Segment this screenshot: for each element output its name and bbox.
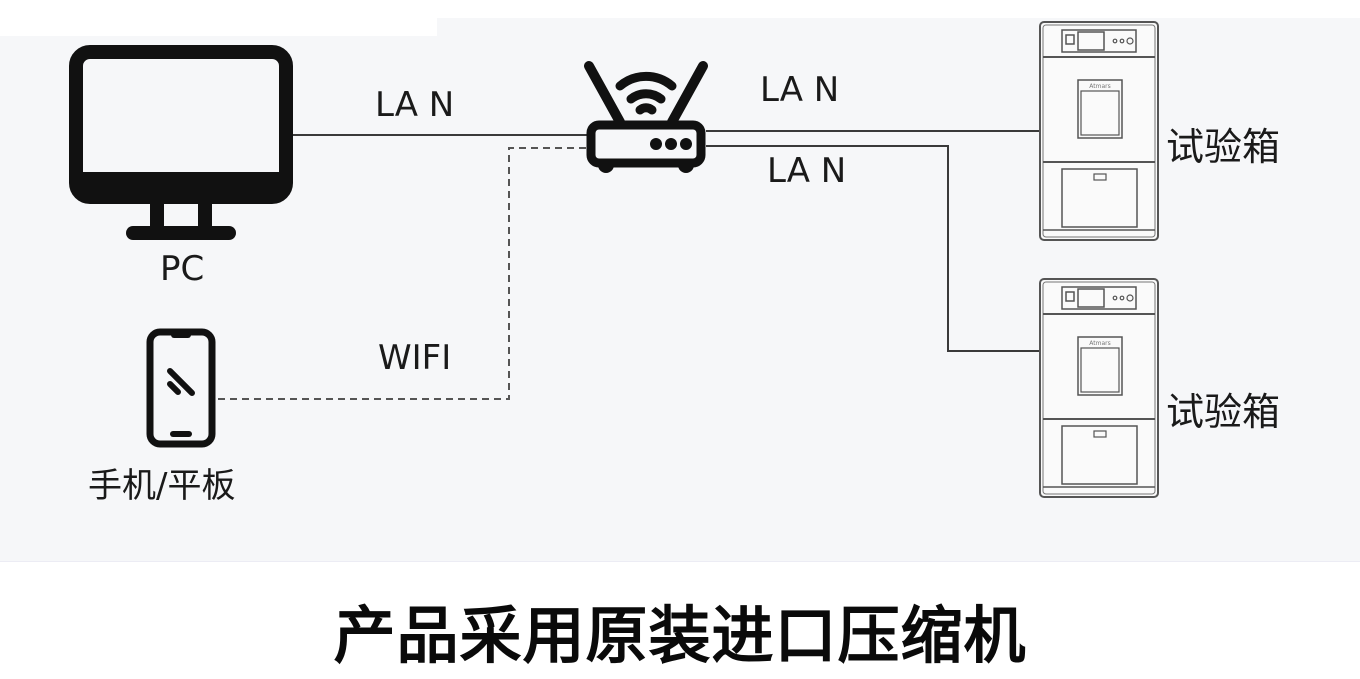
- banner-headline: 产品采用原装进口压缩机: [333, 599, 1027, 672]
- chamber-1-label: 试验箱: [1166, 125, 1281, 169]
- network-diagram: Atmars Atmars: [69, 21, 1159, 498]
- desktop-monitor-icon: [69, 45, 293, 240]
- link-label-wifi: WIFI: [378, 338, 452, 378]
- link-label-lan-chamber-2: LA N: [767, 151, 847, 191]
- link-label-lan-chamber-1: LA N: [760, 70, 840, 110]
- test-chamber-icon: Atmars: [1039, 21, 1159, 241]
- wifi-router-icon: [584, 61, 708, 173]
- top-margin-right: [437, 0, 1360, 18]
- smartphone-icon: [146, 328, 216, 448]
- chamber-2-label: 试验箱: [1166, 390, 1281, 434]
- link-mobile-router: [218, 147, 590, 400]
- chamber-brand: Atmars: [1089, 340, 1110, 347]
- link-label-pc-lan: LA N: [375, 85, 455, 125]
- chamber-brand: Atmars: [1089, 83, 1110, 90]
- mobile-label: 手机/平板: [88, 466, 236, 506]
- link-router-chamber-2: [706, 145, 1040, 352]
- test-chamber-icon: Atmars: [1039, 278, 1159, 498]
- top-margin: [0, 0, 437, 36]
- pc-label: PC: [160, 249, 205, 289]
